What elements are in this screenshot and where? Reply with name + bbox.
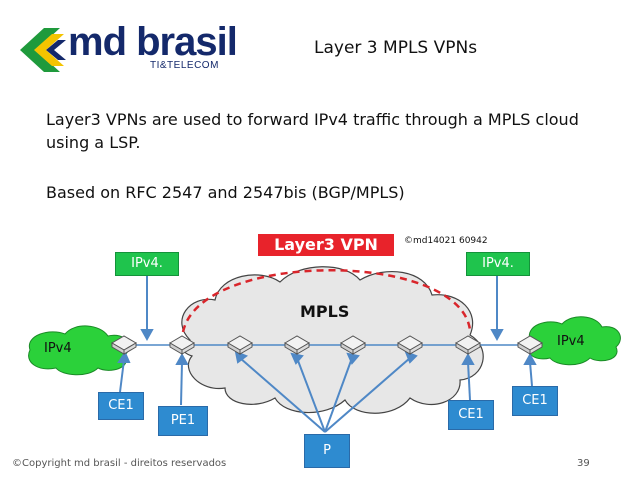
ipv4-cloud-label-left: IPv4	[44, 341, 72, 356]
ipv4-cloud-label-right: IPv4	[557, 334, 585, 349]
pe1-box: PE1	[158, 406, 208, 436]
lsp-arc	[181, 269, 472, 333]
bullet-text-2: Based on RFC 2547 and 2547bis (BGP/MPLS)	[46, 183, 405, 202]
watermark-text: ©md14021 60942	[404, 236, 488, 246]
page-title: Layer 3 MPLS VPNs	[314, 38, 478, 58]
logo-wordmark: md brasil	[68, 20, 238, 64]
router-icon	[169, 335, 195, 355]
footer-copyright: ©Copyright md brasil - direitos reservad…	[12, 458, 227, 469]
logo-emblem-icon	[20, 28, 66, 72]
mpls-cloud	[181, 266, 484, 414]
router-icon	[397, 335, 423, 355]
router-icon	[340, 335, 366, 355]
bullet-text-1: Layer3 VPNs are used to forward IPv4 tra…	[46, 110, 579, 152]
ce1-box-left: CE1	[98, 392, 144, 420]
p-router-box: P	[304, 434, 350, 468]
router-icon	[284, 335, 310, 355]
customer-cloud-right	[527, 316, 621, 366]
ipv4-box-left: IPv4.	[115, 252, 179, 276]
logo-tagline: TI&TELECOM	[150, 60, 219, 71]
router-icon	[455, 335, 481, 355]
ipv4-box-right: IPv4.	[466, 252, 530, 276]
ce1-box-right-high: CE1	[512, 386, 558, 416]
layer3-vpn-label: Layer3 VPN	[258, 234, 394, 256]
routers	[111, 335, 543, 355]
mpls-cloud-label: MPLS	[300, 302, 350, 321]
router-icon	[227, 335, 253, 355]
page-number: 39	[577, 458, 590, 469]
router-icon	[517, 335, 543, 355]
router-icon	[111, 335, 137, 355]
ce1-box-right-low: CE1	[448, 400, 494, 430]
pointer-arrows	[117, 275, 537, 433]
logo	[14, 20, 224, 80]
